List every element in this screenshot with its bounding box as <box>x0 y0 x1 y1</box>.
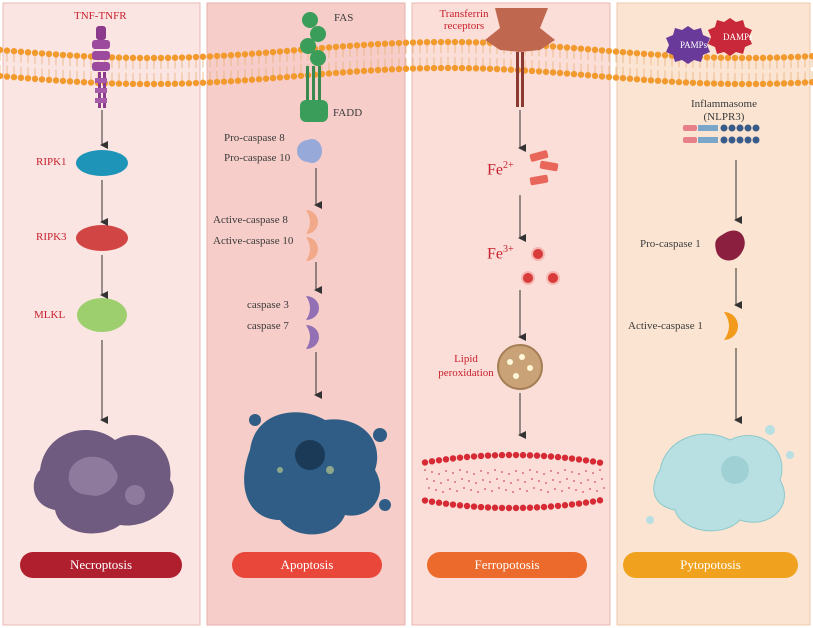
ripk1-protein-icon <box>76 150 128 176</box>
fadd-adaptor-icon <box>300 100 328 122</box>
pro-caspase-1-label: Pro-caspase 1 <box>640 238 701 250</box>
pamps-icon <box>666 26 710 64</box>
cell-membrane <box>0 38 813 88</box>
pathway-arrows <box>100 110 742 439</box>
fe3-label: Fe3+ <box>487 244 514 263</box>
pro-caspase-8-icon <box>297 139 322 163</box>
active-caspase-1-label: Active-caspase 1 <box>628 320 703 332</box>
fas-receptor-icon <box>300 12 326 100</box>
fe2-charge: 2+ <box>503 160 514 171</box>
fe2-label: Fe2+ <box>487 160 514 179</box>
inflammasome-icon <box>683 124 760 144</box>
mlkl-protein-icon <box>77 298 127 332</box>
pyroptosis-title-pill: Pytopotosis <box>623 552 798 578</box>
fe3-base: Fe <box>487 245 503 263</box>
pro-caspase-10-label: Pro-caspase 10 <box>224 152 291 164</box>
pamps-label: PAMPs <box>680 40 708 50</box>
active-caspase-10-icon <box>306 237 318 261</box>
damps-icon <box>708 18 752 56</box>
panel-ferroptosis-bg <box>411 2 611 626</box>
fe3-ion-icons <box>521 247 560 285</box>
transferrin-receptors-label: Transferrin receptors <box>439 8 489 32</box>
fe2-base: Fe <box>487 161 503 179</box>
ferroptosis-title-pill: Ferropotosis <box>427 552 587 578</box>
pyroptotic-cell-icon <box>646 425 794 532</box>
damps-label: DAMPs <box>723 32 753 42</box>
panel-pyroptosis-bg <box>616 2 811 626</box>
pro-caspase-8-label: Pro-caspase 8 <box>224 132 285 144</box>
lipid-peroxidation-icon <box>497 344 543 390</box>
tnfr-receptor-icon <box>92 26 110 108</box>
active-caspase-10-label: Active-caspase 10 <box>213 235 294 247</box>
tnf-tnfr-label: TNF-TNFR <box>74 10 127 22</box>
necrotic-cell-icon <box>33 430 174 534</box>
apoptosis-title-pill: Apoptosis <box>232 552 382 578</box>
apoptotic-cell-icon <box>244 412 391 535</box>
pro-caspase-1-icon <box>715 230 745 261</box>
transferrin-receptor-icon <box>485 8 555 107</box>
necroptosis-title-pill: Necroptosis <box>20 552 182 578</box>
fe3-charge: 3+ <box>503 244 514 255</box>
ripk1-label: RIPK1 <box>36 156 67 168</box>
damaged-membrane-icon <box>421 451 605 512</box>
ripk3-protein-icon <box>76 225 128 251</box>
lipid-peroxidation-label: Lipid peroxidation <box>438 353 494 379</box>
fadd-label: FADD <box>333 107 363 119</box>
ripk3-label: RIPK3 <box>36 231 67 243</box>
fe2-ion-icons <box>529 150 559 186</box>
caspase-7-label: caspase 7 <box>247 320 289 332</box>
caspase-7-icon <box>306 325 319 349</box>
mlkl-label: MLKL <box>34 309 66 321</box>
active-caspase-8-icon <box>306 210 318 234</box>
active-caspase-1-icon <box>724 312 738 340</box>
caspase-3-icon <box>306 296 319 320</box>
fas-label: FAS <box>334 12 354 24</box>
active-caspase-8-label: Active-caspase 8 <box>213 214 288 226</box>
caspase-3-label: caspase 3 <box>247 299 289 311</box>
inflammasome-label: Inflammasome (NLPR3) <box>691 98 757 123</box>
